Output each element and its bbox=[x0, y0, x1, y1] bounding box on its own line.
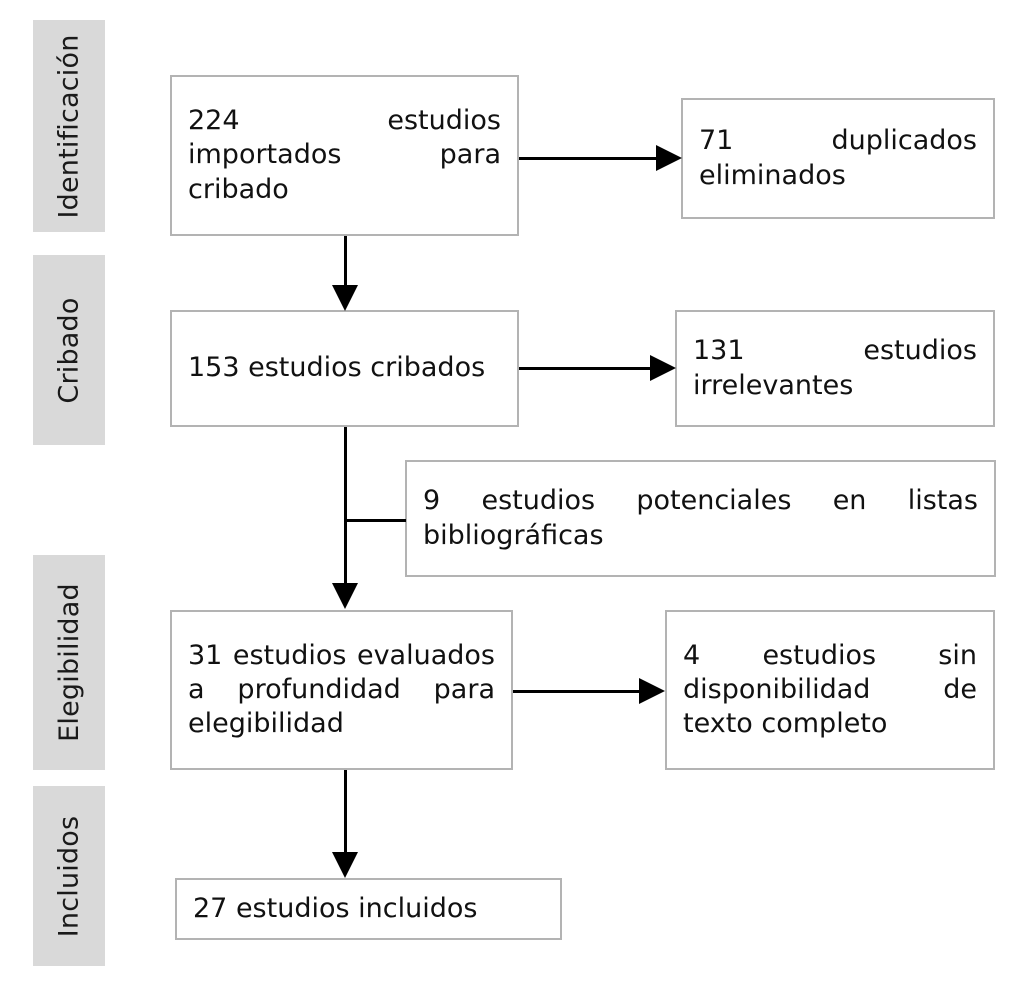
box-assessed-studies: 31 estudios evaluados a profundidad para… bbox=[170, 610, 513, 770]
connector-imported-to-screened-line bbox=[344, 236, 347, 289]
stage-cribado-label: Cribado bbox=[53, 296, 85, 404]
box-duplicates-removed-text: 71 duplicados eliminados bbox=[699, 125, 977, 191]
stage-incluidos: Incluidos bbox=[33, 786, 105, 966]
stage-incluidos-label: Incluidos bbox=[53, 815, 85, 937]
box-imported-studies: 224 estudios importados para cribado bbox=[170, 75, 519, 236]
connector-screened-to-irrelevant-arrowhead bbox=[650, 355, 676, 381]
box-duplicates-removed: 71 duplicados eliminados bbox=[681, 98, 995, 219]
stage-identificacion: Identificación bbox=[33, 20, 105, 232]
connector-screened-to-assessed-line bbox=[344, 427, 347, 587]
connector-imported-to-duplicates-line bbox=[519, 157, 658, 160]
box-no-fulltext-studies: 4 estudios sin disponibilidad de texto c… bbox=[665, 610, 995, 770]
connector-imported-to-screened-arrowhead bbox=[332, 285, 358, 311]
box-reference-list-studies-text: 9 estudios potenciales en listas bibliog… bbox=[423, 485, 978, 551]
stage-elegibilidad: Elegibilidad bbox=[33, 555, 105, 770]
box-imported-studies-text: 224 estudios importados para cribado bbox=[188, 105, 501, 205]
connector-screened-to-assessed-arrowhead bbox=[332, 583, 358, 609]
connector-assessed-to-included-line bbox=[344, 770, 347, 854]
box-included-studies: 27 estudios incluidos bbox=[175, 878, 562, 940]
connector-references-to-trunk-line bbox=[344, 519, 406, 522]
box-screened-studies-text: 153 estudios cribados bbox=[188, 352, 486, 384]
box-reference-list-studies: 9 estudios potenciales en listas bibliog… bbox=[405, 460, 996, 577]
connector-imported-to-duplicates-arrowhead bbox=[656, 145, 682, 171]
box-screened-studies: 153 estudios cribados bbox=[170, 310, 519, 427]
connector-assessed-to-nofulltext-arrowhead bbox=[639, 678, 665, 704]
box-no-fulltext-studies-text: 4 estudios sin disponibilidad de texto c… bbox=[683, 639, 977, 739]
box-assessed-studies-text: 31 estudios evaluados a profundidad para… bbox=[188, 639, 495, 739]
box-included-studies-text: 27 estudios incluidos bbox=[193, 892, 478, 924]
connector-assessed-to-included-arrowhead bbox=[332, 852, 358, 878]
box-irrelevant-studies-text: 131 estudios irrelevantes bbox=[693, 335, 977, 401]
connector-assessed-to-nofulltext-line bbox=[513, 690, 641, 693]
connector-screened-to-irrelevant-line bbox=[519, 367, 652, 370]
stage-identificacion-label: Identificación bbox=[53, 33, 85, 219]
stage-cribado: Cribado bbox=[33, 255, 105, 445]
stage-elegibilidad-label: Elegibilidad bbox=[53, 583, 85, 742]
box-irrelevant-studies: 131 estudios irrelevantes bbox=[675, 310, 995, 427]
